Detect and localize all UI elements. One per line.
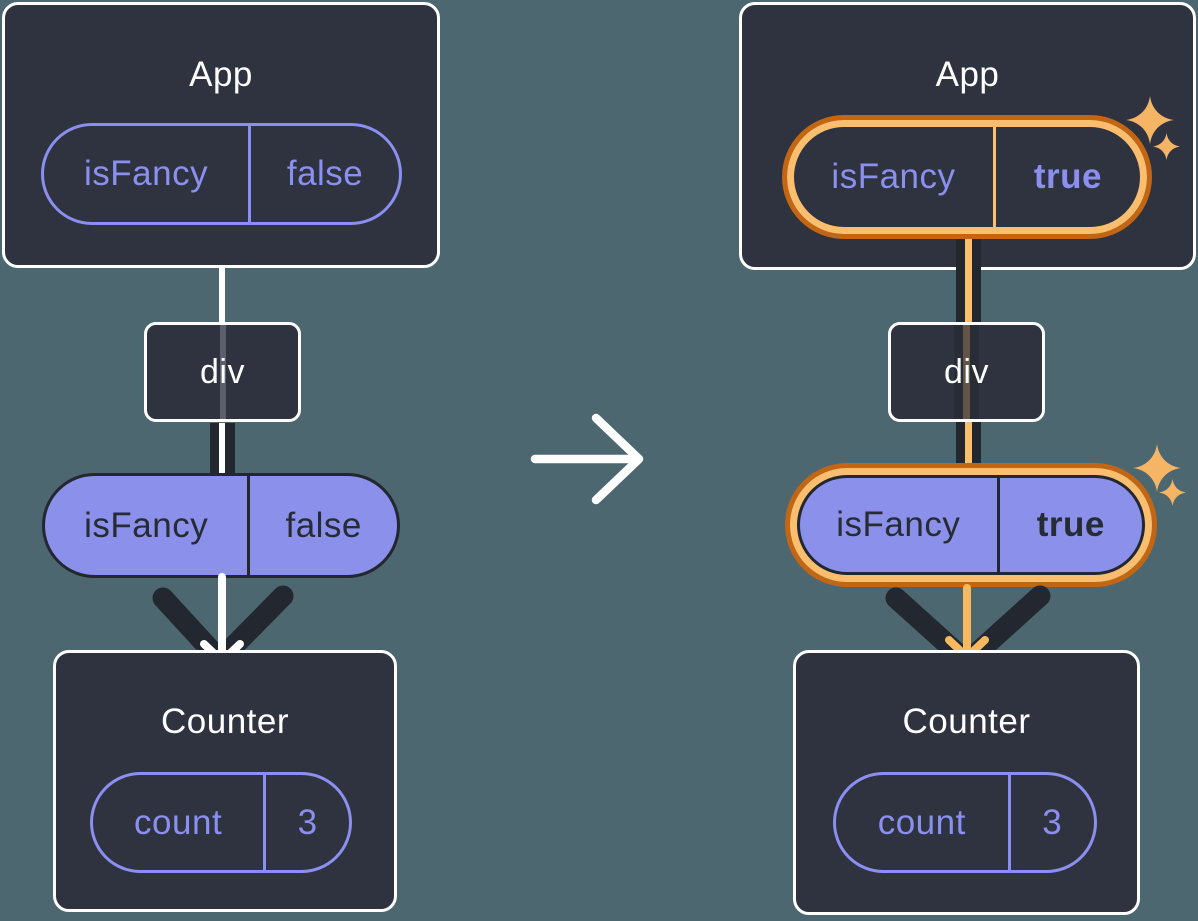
state-pill: count 3 [90, 772, 352, 873]
element-label: div [944, 352, 989, 391]
prop-name: isFancy [45, 476, 251, 575]
state-value: 3 [297, 802, 318, 842]
passed-prop-pill: isFancy false [42, 473, 400, 578]
pass-through-line [954, 325, 979, 419]
sparkle-icon [1159, 479, 1186, 506]
div-element-box: div [888, 322, 1045, 422]
state-pill: count 3 [833, 772, 1097, 873]
state-value: 3 [1042, 802, 1063, 842]
sparkle-icon [1133, 444, 1181, 492]
component-title: Counter [902, 702, 1031, 741]
counter-component-box: Counter count 3 [53, 650, 397, 912]
counter-component-box: Counter count 3 [793, 650, 1140, 915]
component-title: App [189, 55, 253, 94]
prop-name: isFancy [794, 127, 996, 227]
app-component-box: App isFancy false [2, 2, 440, 268]
component-title: Counter [160, 702, 290, 741]
state-name: count [93, 775, 267, 870]
tree-edge-core [965, 238, 972, 325]
prop-pill: isFancy false [41, 123, 402, 225]
div-element-box: div [144, 322, 301, 422]
sparkle-icon [1126, 96, 1174, 144]
prop-pill: isFancy true [794, 127, 1140, 227]
tree-edge-core [965, 422, 972, 466]
prop-value: false [285, 505, 362, 545]
sparkle-icon [1153, 133, 1180, 160]
arrow-right-icon [530, 413, 644, 505]
tree-edge [219, 266, 225, 324]
prop-value: true [1036, 505, 1105, 544]
element-label: div [200, 352, 245, 391]
prop-value: false [286, 154, 364, 193]
prop-name: isFancy [44, 126, 252, 222]
highlight-ring: isFancy true [782, 115, 1152, 239]
prop-value: true [1033, 157, 1103, 196]
tree-edge-core [219, 423, 225, 475]
prop-name: isFancy [800, 478, 1000, 572]
highlight-ring: isFancy true [785, 463, 1157, 587]
passed-prop-pill: isFancy true [797, 475, 1145, 575]
pass-through-line-core [963, 325, 970, 419]
state-name: count [836, 775, 1011, 870]
pass-through-line [219, 325, 226, 419]
highlight-ring-inner: isFancy true [787, 120, 1147, 234]
highlight-ring-inner: isFancy true [790, 468, 1152, 582]
component-title: App [935, 55, 1000, 94]
